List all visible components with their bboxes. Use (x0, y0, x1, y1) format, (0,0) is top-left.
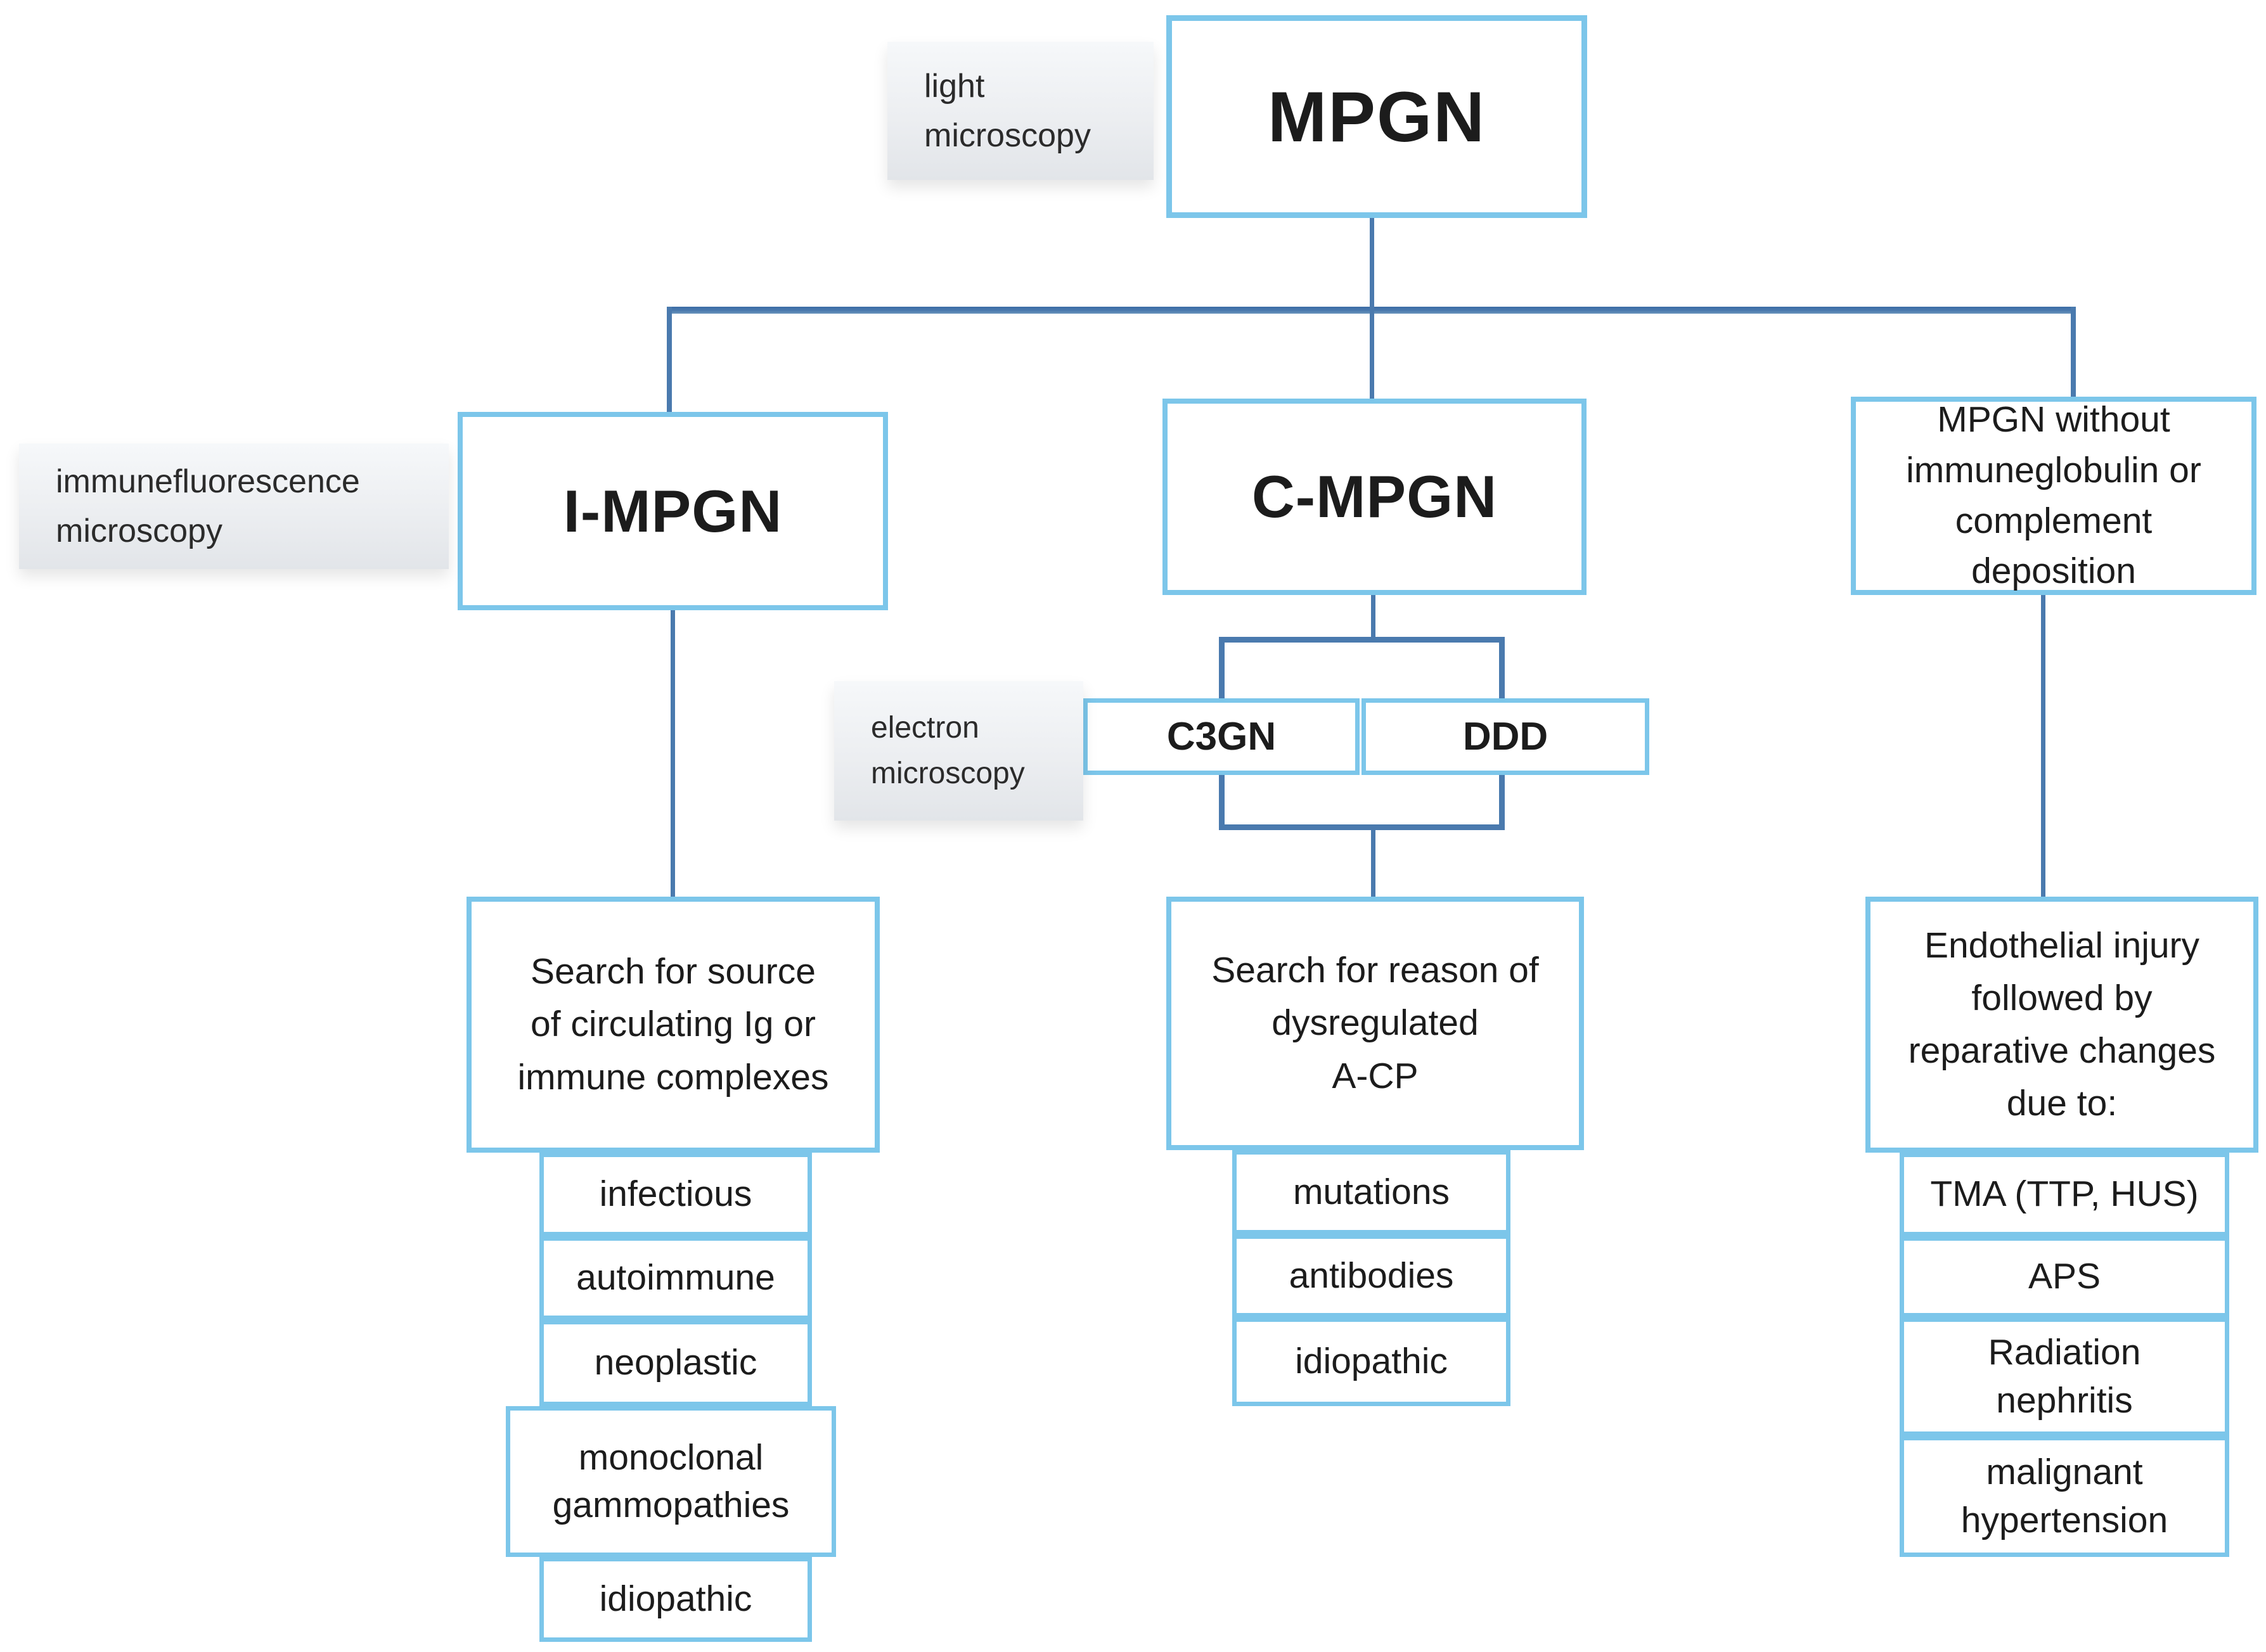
cause-neoplastic: neoplastic (539, 1320, 812, 1406)
connector-impgn-down (671, 608, 675, 900)
connector-subtype-bracket-top (1219, 637, 1505, 643)
cause-infectious: infectious (539, 1153, 812, 1236)
connector-right-branch-vertical (2071, 307, 2076, 398)
node-cmpgn: C-MPGN (1162, 399, 1587, 595)
cause-idiopathic-left: idiopathic (539, 1557, 812, 1642)
cause-idiopathic-center: idiopathic (1232, 1317, 1510, 1406)
cause-tma: TMA (TTP, HUS) (1900, 1153, 2229, 1236)
connector-root-vertical (1370, 215, 1374, 311)
connector-right-down (2041, 593, 2045, 897)
label-electron-microscopy: electron microscopy (834, 681, 1083, 821)
cause-autoimmune: autoimmune (539, 1236, 812, 1320)
connector-subtype-bracket-bottom (1219, 824, 1505, 830)
cause-radiation-nephritis: Radiation nephritis (1900, 1317, 2229, 1436)
action-endothelial-injury: Endothelial injury followed by reparativ… (1865, 897, 2258, 1153)
connector-ddd-drop (1499, 637, 1505, 700)
connector-to-search-acp (1371, 830, 1375, 898)
cause-antibodies: antibodies (1232, 1234, 1510, 1317)
node-c3gn: C3GN (1083, 698, 1360, 775)
action-search-acp-reason: Search for reason of dysregulated A-CP (1166, 897, 1584, 1150)
label-light-microscopy: light microscopy (887, 42, 1154, 180)
action-search-ig-source: Search for source of circulating Ig or i… (467, 897, 880, 1153)
cause-malignant-hypertension: malignant hypertension (1900, 1436, 2229, 1557)
node-ddd: DDD (1362, 698, 1649, 775)
label-immunofluorescence-microscopy: immunefluorescence microscopy (19, 444, 449, 569)
connector-c3gn-drop (1219, 637, 1225, 700)
node-mpgn: MPGN (1166, 15, 1587, 218)
connector-ddd-below (1499, 773, 1505, 830)
connector-cmpgn-down (1371, 593, 1375, 641)
cause-mutations: mutations (1232, 1150, 1510, 1234)
cause-monoclonal-gammopathies: monoclonal gammopathies (506, 1406, 836, 1557)
connector-left-branch-vertical (667, 307, 672, 413)
cause-aps: APS (1900, 1236, 2229, 1317)
connector-center-branch-vertical (1370, 307, 1374, 400)
connector-c3gn-below (1219, 773, 1225, 830)
node-mpgn-without-deposition: MPGN without immuneglobulin or complemen… (1851, 397, 2256, 595)
node-impgn: I-MPGN (458, 412, 888, 610)
